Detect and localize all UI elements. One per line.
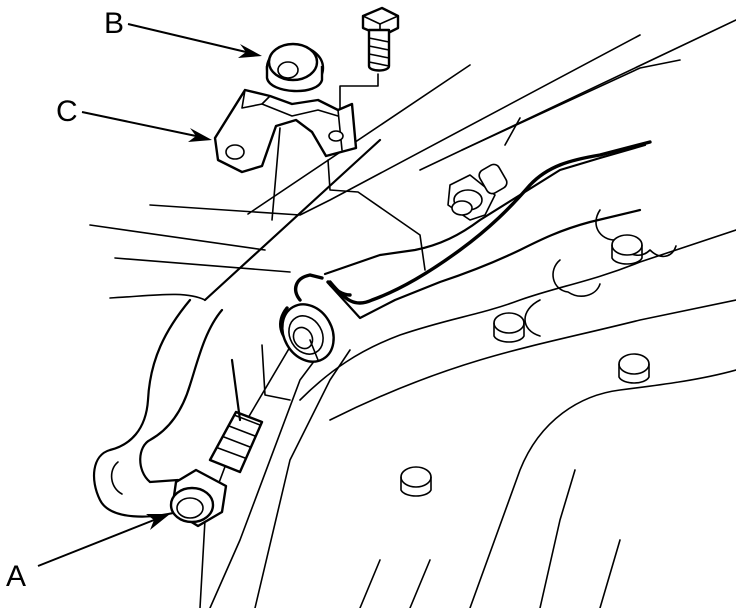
housing-bosses	[400, 234, 650, 497]
leader-b	[127, 23, 262, 58]
bolt-a	[169, 358, 264, 528]
bracket-c	[213, 88, 426, 271]
callout-a: A	[6, 560, 26, 593]
bolt-top	[339, 6, 400, 111]
wire-harness	[279, 140, 652, 348]
boss-2	[493, 312, 525, 343]
boss-4	[400, 466, 432, 497]
cable-holder	[447, 163, 508, 221]
callout-b: B	[104, 7, 124, 40]
boss-3	[618, 353, 650, 384]
leader-c	[81, 111, 212, 142]
grommet-b	[265, 42, 325, 93]
boss-1	[611, 234, 643, 265]
callout-c: C	[56, 95, 78, 128]
mounting-stud	[281, 303, 335, 363]
leader-a	[37, 514, 170, 567]
